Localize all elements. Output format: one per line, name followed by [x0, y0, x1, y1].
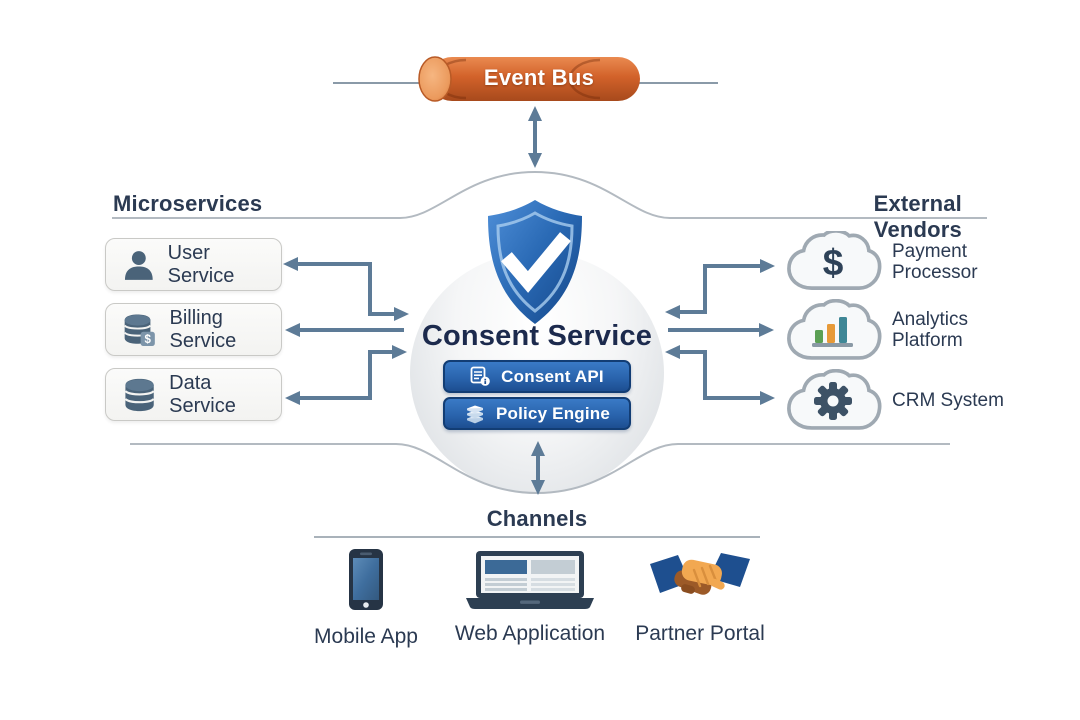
mobile-app-label: Mobile App: [314, 625, 418, 648]
event-bus: Event Bus: [414, 56, 642, 102]
arrow-eventbus-consent: [528, 106, 542, 168]
handshake-icon: [650, 553, 750, 595]
billing-service-box: $ Billing Service: [105, 303, 282, 356]
api-document-icon: [470, 366, 490, 386]
crm-system-label: CRM System: [892, 389, 1004, 411]
data-service-label: Data Service: [169, 371, 236, 417]
payment-processor-label: Payment Processor: [892, 241, 978, 283]
channel-mobile-app: Mobile App: [306, 548, 426, 649]
payment-processor-vendor: $ Payment Processor: [784, 231, 1012, 293]
channels-underline: [314, 536, 760, 538]
arrow-user-service: [283, 257, 409, 321]
arrow-billing-service: [285, 323, 404, 337]
dollar-glyph: $: [822, 242, 844, 283]
user-service-label: User Service: [167, 241, 235, 287]
arrow-payment-processor: [665, 259, 775, 319]
analytics-platform-vendor: Analytics Platform: [784, 299, 1012, 361]
cloud-icon: [787, 231, 882, 290]
policy-engine-button: Policy Engine: [443, 397, 631, 430]
microservices-heading: Microservices: [113, 191, 263, 216]
consent-api-button: Consent API: [443, 360, 631, 393]
data-service-box: Data Service: [105, 368, 282, 421]
partner-portal-label: Partner Portal: [635, 622, 765, 645]
crm-system-vendor: CRM System: [784, 369, 1012, 431]
arrow-crm-system: [665, 345, 775, 405]
event-bus-label: Event Bus: [483, 65, 595, 90]
user-service-box: User Service: [105, 238, 282, 291]
smartphone-icon: [349, 549, 383, 610]
consent-service-title: Consent Service: [421, 320, 653, 352]
dollar-cloud-icon: $: [784, 237, 882, 289]
web-application-label: Web Application: [454, 622, 606, 645]
policy-engine-label: Policy Engine: [495, 403, 611, 423]
shield-check-icon: [470, 196, 600, 328]
gear-cloud-icon: [784, 375, 882, 427]
channels-heading: Channels: [486, 506, 588, 531]
database-icon: [124, 378, 155, 411]
billing-database-icon: $: [123, 313, 155, 346]
user-icon: [124, 250, 153, 280]
analytics-platform-label: Analytics Platform: [892, 309, 969, 351]
channel-partner-portal: Partner Portal: [630, 548, 770, 646]
bar-chart-cloud-icon: [784, 305, 882, 357]
consent-api-label: Consent API: [501, 366, 604, 386]
channel-web-application: Web Application: [455, 550, 605, 646]
arrow-analytics-platform: [668, 323, 774, 337]
pipe-cylinder-icon: [418, 56, 640, 102]
layers-stack-icon: [466, 405, 483, 424]
arrow-data-service: [285, 345, 407, 405]
laptop-icon: [466, 551, 594, 609]
billing-service-label: Billing Service: [169, 306, 237, 352]
dollar-badge-glyph: $: [145, 333, 152, 345]
